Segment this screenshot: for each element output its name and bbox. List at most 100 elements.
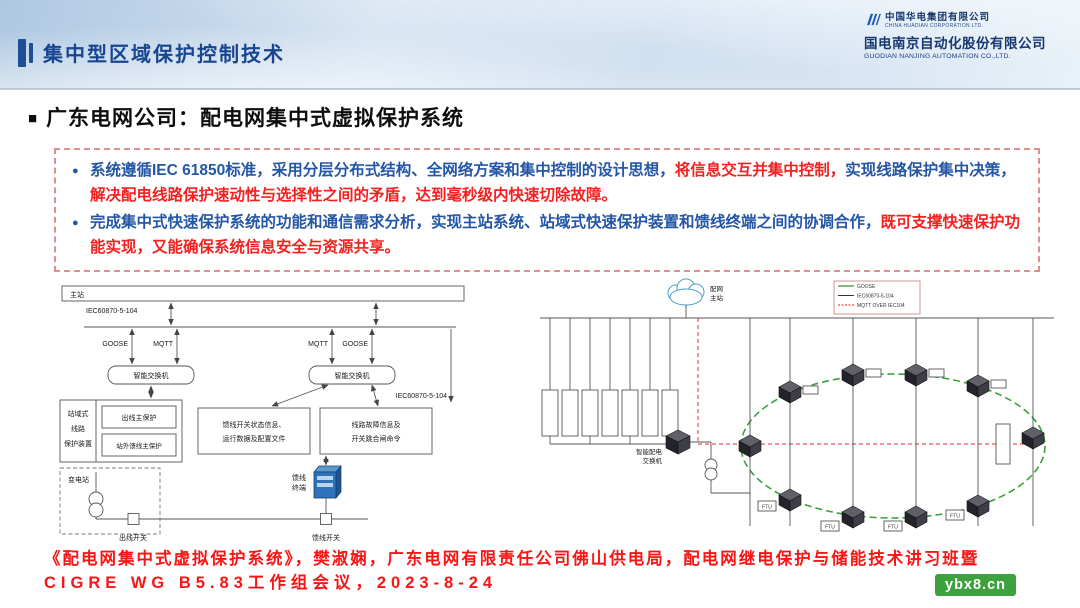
bullet-text-segment: 既可支撑快速保护功能实现，又能确保系统信息安全与资源共享。 (90, 214, 1021, 257)
feeder-switch-icon (320, 513, 332, 525)
ftu-box (757, 500, 777, 512)
section-title-row: ■ 广东电网公司：配电网集中式虚拟保护系统 (28, 102, 464, 132)
label-device-1: 站域式 (68, 409, 89, 418)
header-title-group: 集中型区域保护控制技术 (18, 38, 285, 67)
huadian-logo-row: 中国华电集团有限公司 CHINA HUADIAN CORPORATION LTD… (866, 9, 1064, 29)
bullet-text-segment: 实现线路保护集中决策， (845, 162, 1016, 179)
ring-network-diagram: 配网 主站 GOOSE IEC60870-5-104 MQTT OVER IEC… (540, 278, 1054, 532)
legend-mqtt: MQTT OVER IEC104 (857, 303, 905, 309)
ring-switch-icon (841, 505, 865, 529)
label-iec-top: IEC60870-5-104 (86, 308, 137, 315)
label-feeder-switch: 馈线开关 (312, 533, 340, 542)
guodian-name-cn: 国电南京自动化股份有限公司 (864, 36, 1046, 51)
label-feeder-terminal-2: 终端 (292, 483, 306, 492)
huadian-text: 中国华电集团有限公司 CHINA HUADIAN CORPORATION LTD… (885, 9, 990, 29)
legend-goose: GOOSE (857, 284, 876, 290)
terminal-box (928, 368, 945, 378)
title-accent-bar-icon (29, 42, 33, 63)
citation-line-1: 《配电网集中式虚拟保护系统》，樊淑娴，广东电网有限责任公司佛山供电局，配电网继电… (44, 550, 980, 568)
device-box (561, 389, 579, 437)
smart-distribution-switch-icon (665, 429, 691, 455)
citation-line-2: CIGRE WG B5.83工作组会议，2023-8-24 (44, 573, 498, 592)
station-device-column (541, 318, 679, 445)
smart-switch-left-box (107, 365, 195, 385)
ftu-box (883, 520, 903, 532)
title-accent-bar-icon (18, 38, 26, 67)
label-external-feeder-protection: 站外馈线主保护 (116, 441, 162, 450)
mqtt-dashed-path (697, 318, 1041, 445)
label-info1-line2: 运行数据及配置文件 (223, 434, 286, 443)
device-box (601, 389, 619, 437)
company-logos: 中国华电集团有限公司 CHINA HUADIAN CORPORATION LTD… (864, 9, 1064, 60)
label-master-station: 主站 (70, 290, 84, 299)
switch-info1-link (271, 384, 329, 407)
bullet-point-2: ● 完成集中式快速保护系统的功能和通信需求分析，实现主站系统、站域式快速保护装置和… (70, 211, 1024, 261)
huadian-logo-icon (867, 13, 881, 25)
bullet-text-segment: 系统遵循IEC 61850标准，采用分层分布式结构、全网络方案和集中控制的设计思… (90, 162, 675, 179)
device-box (995, 423, 1011, 465)
bullet-text-segment: 完成集中式快速保护系统的功能和通信需求分析，实现主站系统、站域式快速保护装置和馈… (90, 214, 881, 232)
device-box (581, 389, 599, 437)
master-station-box (61, 285, 465, 302)
ftu-box (820, 520, 840, 532)
external-feeder-protection-box (101, 433, 177, 457)
bullet-point-1: ● 系统遵循IEC 61850标准，采用分层分布式结构、全网络方案和集中控制的设计… (70, 159, 1024, 209)
label-device-2: 线路 (71, 424, 85, 433)
transformer-icon (88, 502, 104, 518)
label-ftu: FTU (888, 525, 898, 531)
terminal-box (865, 368, 882, 378)
ftu-box (945, 509, 965, 521)
header-title: 集中型区域保护控制技术 (43, 44, 285, 66)
outlet-switch-icon (127, 513, 140, 525)
header-banner: 集中型区域保护控制技术 中国华电集团有限公司 CHINA HUADIAN COR… (0, 0, 1080, 90)
label-feeder-terminal-1: 馈线 (292, 473, 306, 482)
station-architecture-diagram: 主站 IEC60870-5-104 GOOSE MQTT 智能交换机 MQTT … (59, 285, 465, 542)
device-box (661, 389, 679, 437)
protocol-legend: GOOSE IEC60870-5-104 MQTT OVER IEC104 (833, 280, 921, 315)
section-title: 广东电网公司：配电网集中式虚拟保护系统 (46, 107, 465, 130)
feeder-status-info-box (197, 407, 311, 455)
huadian-name-cn: 中国华电集团有限公司 (885, 12, 991, 23)
substation-boundary (59, 467, 161, 535)
label-smart-switch-right: 智能交换机 (335, 371, 370, 380)
ring-switch-icon (841, 363, 865, 387)
smart-switch-right-box (308, 365, 396, 385)
label-outlet-protection: 出线主保护 (122, 413, 157, 422)
bullet-marker: ● (72, 165, 79, 177)
label-iec-right: IEC60870-5-104 (396, 393, 447, 400)
label-goose-left: GOOSE (102, 341, 128, 348)
label-info1-line1: 馈线开关状态信息、 (223, 420, 286, 429)
label-device-3: 保护装置 (64, 439, 92, 448)
label-outlet-switch: 出线开关 (119, 533, 147, 542)
switch-info2-link (370, 384, 380, 407)
bullet-marker: ● (72, 217, 79, 230)
fault-info-box (319, 407, 433, 455)
device-box (621, 389, 639, 437)
bullet-text-segment: 将信息交互并集中控制， (674, 162, 846, 179)
label-smart-switch-2: 交换机 (643, 456, 663, 465)
label-mqtt-left: MQTT (153, 341, 174, 348)
ring-switch-icon (966, 374, 990, 398)
outlet-protection-box (101, 405, 177, 429)
label-smart-switch-left: 智能交换机 (134, 371, 169, 380)
ring-switch-icon (778, 488, 802, 512)
label-info2-line2: 开关跳合闸命令 (352, 434, 401, 443)
terminal-box (802, 385, 819, 395)
label-info2-line1: 线路故障信息及 (352, 420, 401, 429)
label-ftu: FTU (950, 514, 960, 520)
bullet-text-segment: 解决配电线路保护速动性与选择性之间的矛盾，达到毫秒级内快速切除故障。 (90, 186, 618, 204)
device-box (541, 389, 559, 437)
watermark-badge: ybx8.cn (935, 574, 1016, 596)
section-title-marker: ■ (28, 110, 39, 127)
terminal-box (990, 379, 1007, 389)
cloud-icon (667, 278, 705, 306)
huadian-name-en: CHINA HUADIAN CORPORATION LTD. (885, 23, 984, 29)
label-cloud-2: 主站 (710, 293, 724, 302)
ring-switch-icon (904, 505, 928, 529)
label-mqtt-right: MQTT (308, 341, 329, 348)
feeder-terminal-icon (313, 465, 342, 499)
device-box (641, 389, 659, 437)
transformer-icon (704, 467, 718, 481)
label-ftu: FTU (825, 525, 835, 531)
